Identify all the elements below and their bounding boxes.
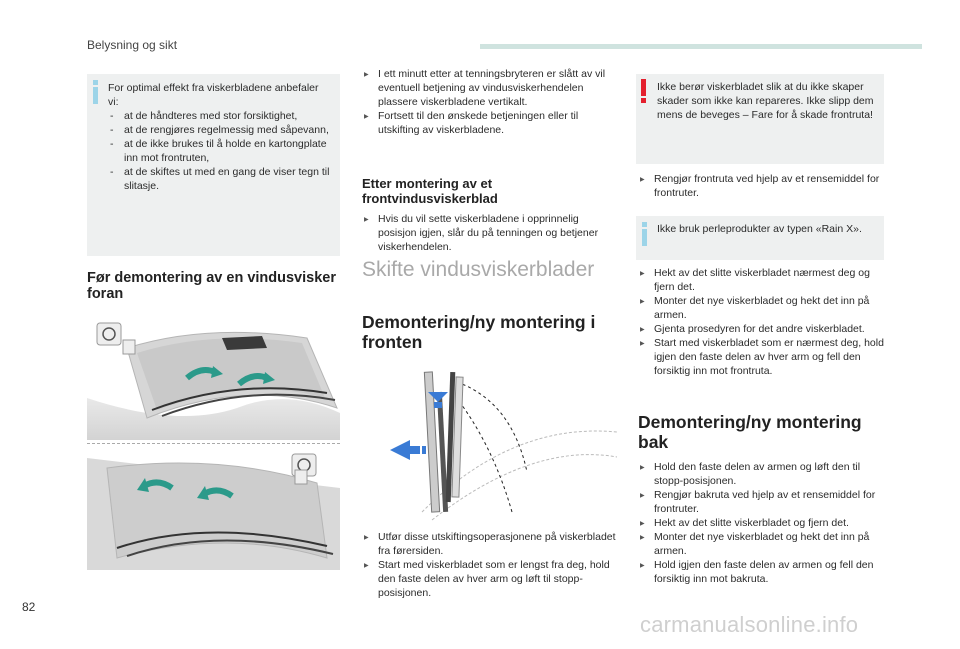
heading-rear: Demontering/ny montering bak: [638, 412, 862, 452]
info-icon: [93, 80, 98, 104]
info-text: Ikke bruk perleprodukter av typen «Rain …: [657, 223, 862, 235]
list-item: Hekt av det slitte viskerbladet nærmest …: [638, 266, 888, 294]
list-item: Start med viskerbladet som er nærmest de…: [638, 336, 888, 378]
steps-before-removal: I ett minutt etter at tenningsbryteren e…: [362, 67, 617, 137]
warning-box: Ikke berør viskerbladet slik at du ikke …: [636, 74, 884, 164]
info-box-rainx: Ikke bruk perleprodukter av typen «Rain …: [636, 216, 884, 260]
list-item: Hekt av det slitte viskerbladet og fjern…: [638, 516, 888, 531]
list-item: Hold igjen den faste delen av armen og f…: [638, 558, 888, 586]
windscreen-illustration-bottom: [87, 448, 340, 570]
list-item: at de skiftes ut med en gang de viser te…: [108, 165, 330, 193]
list-item: at de ikke brukes til å holde en kartong…: [108, 137, 330, 165]
steps-replace-front: Hekt av det slitte viskerbladet nærmest …: [638, 266, 888, 378]
list-item: Monter det nye viskerbladet og hekt det …: [638, 294, 888, 322]
heading-after-fitting: Etter montering av et frontvindusviskerb…: [362, 176, 498, 206]
list-item: Monter det nye viskerbladet og hekt det …: [638, 530, 888, 558]
dashed-separator: [87, 443, 340, 444]
heading-before-removal: Før demontering av en vindusvisker foran: [87, 270, 336, 302]
list-item: at de rengjøres regelmessig med såpevann…: [108, 123, 330, 137]
info-box-care: For optimal effekt fra viskerbladene anb…: [87, 74, 340, 256]
list-item: Start med viskerbladet som er lengst fra…: [362, 558, 617, 600]
list-item: Hold den faste delen av armen og løft de…: [638, 460, 888, 488]
page-number: 82: [22, 600, 36, 614]
steps-clean-windscreen: Rengjør frontruta ved hjelp av et rensem…: [638, 172, 888, 200]
info-list: at de håndteres med stor forsiktighet, a…: [108, 109, 330, 193]
chapter-title: Belysning og sikt: [87, 38, 178, 52]
list-item: Rengjør bakruta ved hjelp av et rensemid…: [638, 488, 888, 516]
info-icon: [642, 222, 647, 246]
heading-front: Demontering/ny montering i fronten: [362, 312, 596, 352]
header-bar: [480, 44, 922, 49]
list-item: Rengjør frontruta ved hjelp av et rensem…: [638, 172, 888, 200]
list-item: Hvis du vil sette viskerbladene i opprin…: [362, 212, 617, 254]
steps-rear: Hold den faste delen av armen og løft de…: [638, 460, 888, 586]
list-item: Gjenta prosedyren for det andre viskerbl…: [638, 322, 888, 337]
windscreen-illustration-top: [87, 318, 340, 440]
warning-text: Ikke berør viskerbladet slik at du ikke …: [657, 81, 874, 121]
info-intro: For optimal effekt fra viskerbladene anb…: [108, 82, 319, 108]
watermark: carmanualsonline.info: [640, 612, 859, 637]
steps-after-fitting: Hvis du vil sette viskerbladene i opprin…: [362, 212, 617, 254]
list-item: Fortsett til den ønskede betjeningen ell…: [362, 109, 617, 137]
list-item: I ett minutt etter at tenningsbryteren e…: [362, 67, 617, 109]
list-item: Utfør disse utskiftingsoperasjonene på v…: [362, 530, 617, 558]
list-item: at de håndteres med stor forsiktighet,: [108, 109, 330, 123]
section-title: Skifte vindusviskerblader: [362, 258, 595, 281]
steps-front: Utfør disse utskiftingsoperasjonene på v…: [362, 530, 617, 600]
warning-icon: [641, 79, 646, 103]
wiper-blade-illustration: [362, 362, 618, 522]
